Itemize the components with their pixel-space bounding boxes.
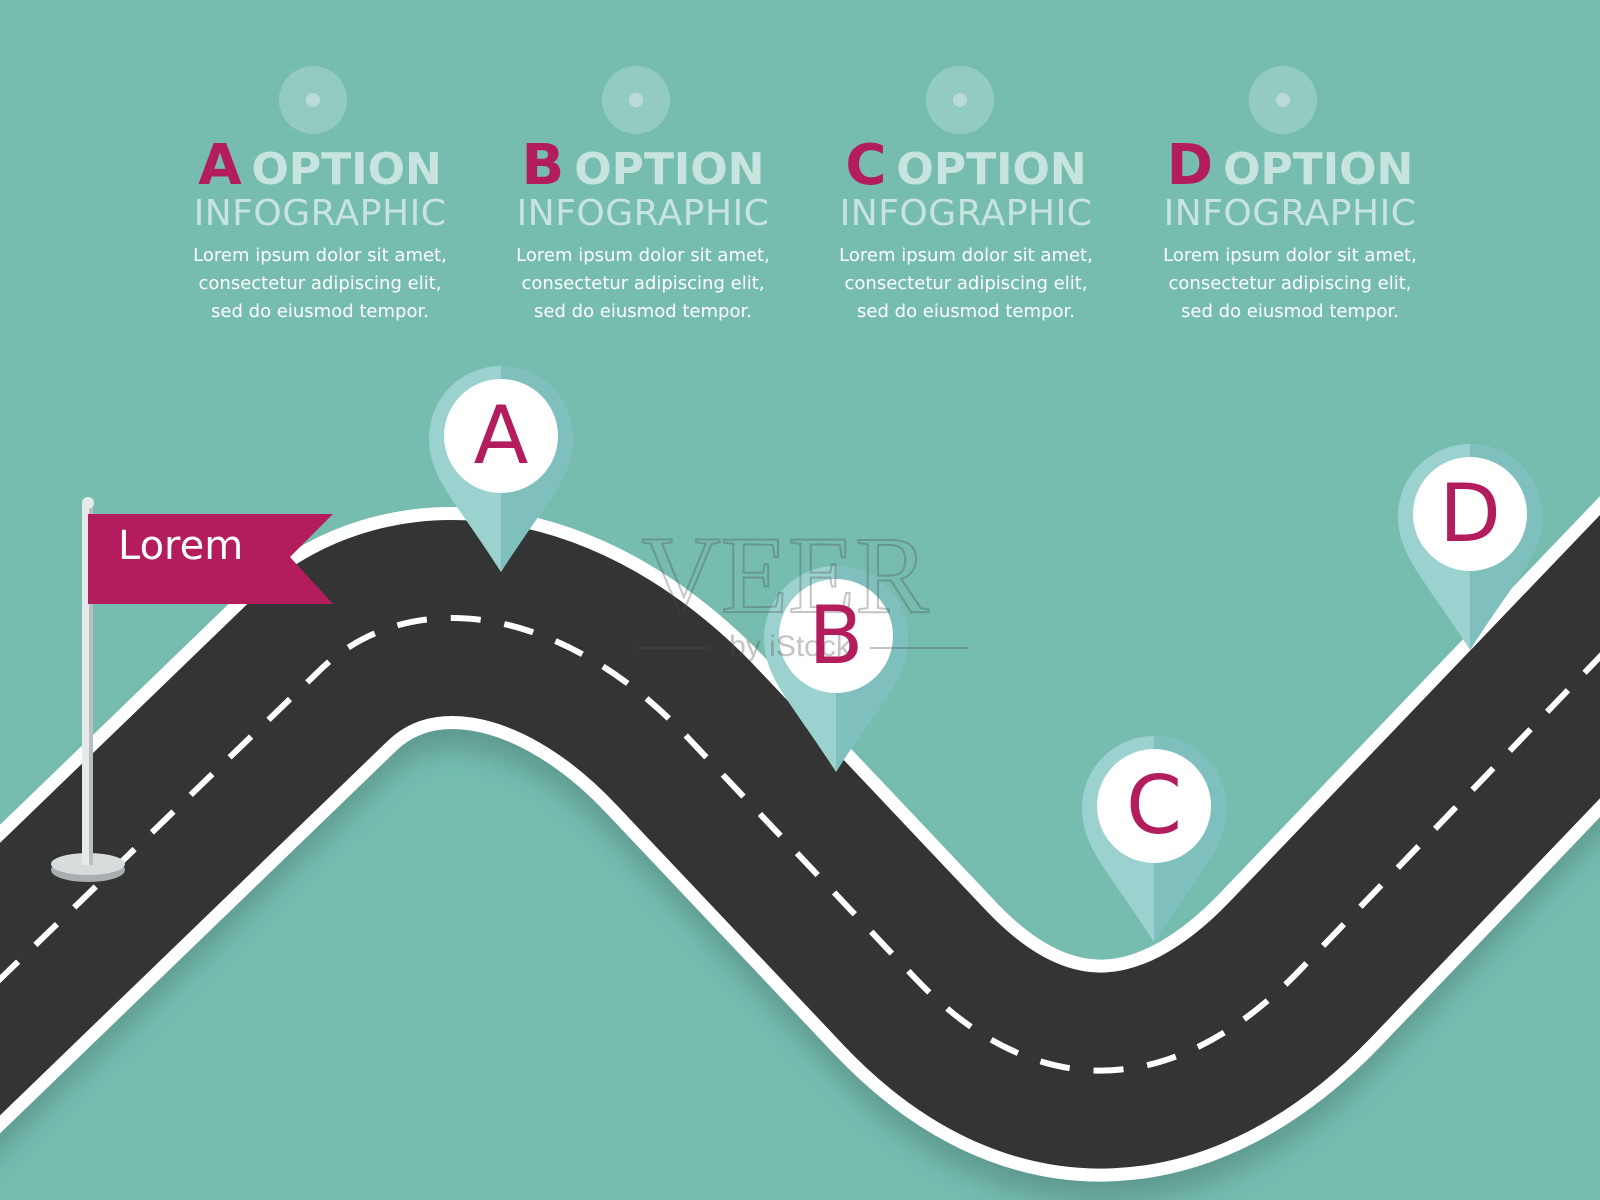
watermark-sub: by iStock (729, 630, 852, 663)
option-c-body-line: Lorem ipsum dolor sit amet, (839, 245, 1093, 266)
pin-d-face (1413, 457, 1527, 571)
pin-a-face (444, 379, 558, 493)
pin-b (764, 566, 908, 772)
flag-pole (82, 503, 93, 865)
pin-a-letter: A (473, 389, 529, 482)
timeline-dot-d (1276, 93, 1290, 107)
option-b-word: OPTION (574, 144, 765, 195)
option-a-body: Lorem ipsum dolor sit amet, consectetur … (185, 242, 455, 326)
option-d-body-line: sed do eiusmod tempor. (1181, 301, 1399, 322)
option-b-letter: B (521, 133, 565, 198)
flag-pole-cap (82, 497, 94, 509)
option-a-body-line: consectetur adipiscing elit, (198, 273, 442, 294)
pin-d (1398, 444, 1542, 650)
option-b-body-line: Lorem ipsum dolor sit amet, (516, 245, 770, 266)
timeline-node-b (602, 66, 670, 134)
pin-c-letter: C (1126, 759, 1182, 852)
pin-d-letter: D (1439, 467, 1501, 560)
flag (51, 497, 333, 882)
pin-b-face (779, 579, 893, 693)
option-b-body: Lorem ipsum dolor sit amet, consectetur … (508, 242, 778, 326)
option-a-word: OPTION (251, 144, 442, 195)
option-c-body: Lorem ipsum dolor sit amet, consectetur … (831, 242, 1101, 326)
flag-pole-shade (89, 503, 93, 865)
option-d-word: OPTION (1223, 144, 1414, 195)
option-c-body-line: sed do eiusmod tempor. (857, 301, 1075, 322)
option-d-subtitle: INFOGRAPHIC (1163, 193, 1417, 234)
option-c-body-line: consectetur adipiscing elit, (844, 273, 1088, 294)
option-a-body-line: Lorem ipsum dolor sit amet, (193, 245, 447, 266)
pin-c (1082, 736, 1226, 942)
timeline-dot-c (953, 93, 967, 107)
option-c-letter: C (845, 133, 887, 198)
option-c-word: OPTION (896, 144, 1087, 195)
option-a-letter: A (198, 133, 242, 198)
road-center-line (0, 615, 1600, 1074)
option-a-subtitle: INFOGRAPHIC (193, 193, 447, 234)
option-d-body: Lorem ipsum dolor sit amet, consectetur … (1155, 242, 1425, 326)
watermark-text: VEER (641, 514, 929, 636)
option-d-body-line: Lorem ipsum dolor sit amet, (1163, 245, 1417, 266)
timeline-dot-b (629, 93, 643, 107)
watermark: VEER by iStock (635, 513, 968, 663)
pin-a (429, 366, 573, 572)
flag-label: Lorem (118, 523, 244, 569)
timeline (142, 66, 1458, 134)
option-d-body-line: consectetur adipiscing elit, (1168, 273, 1412, 294)
option-b-body-line: sed do eiusmod tempor. (534, 301, 752, 322)
timeline-node-a (279, 66, 347, 134)
timeline-dot-a (306, 93, 320, 107)
timeline-node-d (1249, 66, 1317, 134)
timeline-node-c (926, 66, 994, 134)
option-b-subtitle: INFOGRAPHIC (516, 193, 770, 234)
pin-c-face (1097, 749, 1211, 863)
option-d-letter: D (1166, 133, 1214, 198)
road (0, 496, 1600, 1200)
option-b-body-line: consectetur adipiscing elit, (521, 273, 765, 294)
pin-b-letter: B (808, 589, 864, 682)
option-a-body-line: sed do eiusmod tempor. (211, 301, 429, 322)
flag-banner (88, 514, 333, 604)
option-c-subtitle: INFOGRAPHIC (839, 193, 1093, 234)
